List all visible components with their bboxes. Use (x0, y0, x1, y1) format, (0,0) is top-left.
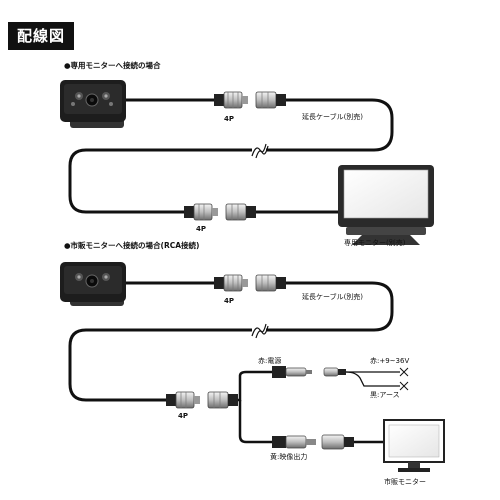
power-connector-icon (272, 366, 346, 378)
ground-wire-label: 黒:アース (370, 391, 400, 399)
video-output-label: 黄:映像出力 (270, 453, 308, 461)
connector-4p-icon (184, 203, 256, 221)
rear-camera-icon (60, 80, 126, 128)
dedicated-monitor-icon (338, 165, 434, 245)
rca-video-connector-icon (272, 434, 354, 450)
rear-camera-icon (60, 262, 126, 306)
commercial-monitor-icon (383, 419, 445, 472)
extension-cable-label: 延長ケーブル(別売) (302, 293, 364, 301)
power-wire-label: 赤:電源 (258, 357, 282, 365)
cable-break-mark (251, 323, 269, 339)
section1-heading: ●専用モニターへ接続の場合 (64, 61, 161, 70)
connector-4p-label-bottom: 4P (178, 412, 189, 420)
connector-4p-label-top: 4P (224, 297, 235, 305)
connector-4p-icon (166, 391, 238, 409)
wire-terminal-icon (399, 367, 409, 391)
connector-4p-icon (214, 274, 286, 292)
extension-cable-label: 延長ケーブル(別売) (302, 113, 364, 121)
cable-break-mark (251, 143, 269, 159)
connector-4p-label-bottom: 4P (196, 225, 207, 233)
connector-4p-icon (214, 91, 286, 109)
diagram-title: 配線図 (8, 22, 75, 50)
section2-heading: ●市販モニターへ接続の場合(RCA接続) (64, 241, 200, 250)
dedicated-monitor-label: 専用モニター(別売) (344, 239, 406, 247)
power-plus-label: 赤:+9~36V (370, 357, 410, 365)
connector-4p-label-top: 4P (224, 115, 235, 123)
commercial-monitor-label: 市販モニター (384, 478, 426, 486)
